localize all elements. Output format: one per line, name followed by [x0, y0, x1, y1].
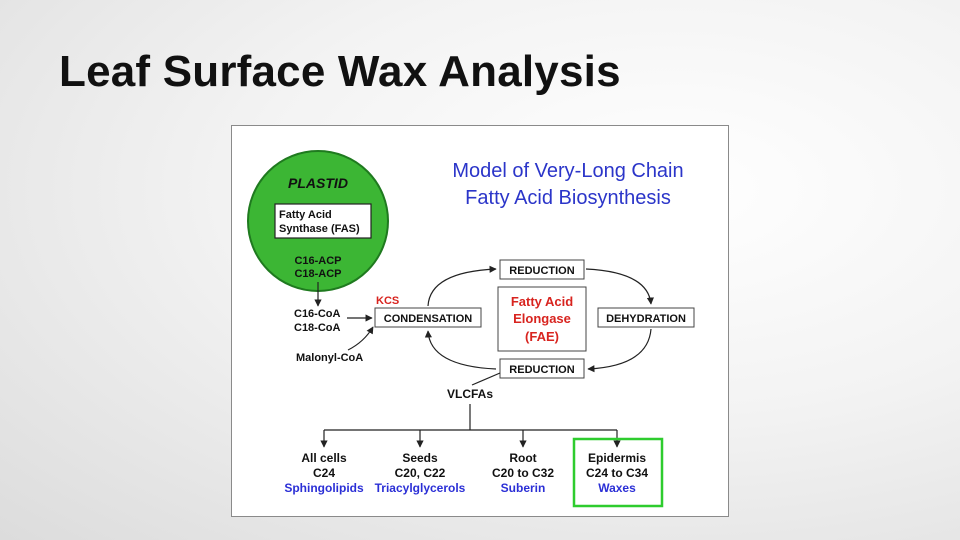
epidermis-highlight-box [572, 437, 664, 508]
kcs-label: KCS [376, 295, 399, 307]
condensation-label: CONDENSATION [384, 313, 472, 325]
output-tissue: Root [509, 451, 536, 465]
reduction-top-label: REDUCTION [509, 265, 574, 277]
diagram-title-line1: Model of Very-Long Chain [452, 160, 683, 182]
malonyl-arrow [347, 326, 374, 351]
condensation-to-reduction-arrow [427, 265, 497, 307]
plastid-label: PLASTID [288, 175, 348, 191]
fas-box [274, 203, 372, 239]
acp-label-line2: C18-ACP [294, 268, 341, 280]
fae-label-line1: Fatty Acid [511, 294, 573, 309]
output-chain: C20 to C32 [492, 466, 554, 480]
fae-label-line2: Elongase [513, 311, 571, 326]
vlcfa-diagram: Model of Very-Long Chain Fatty Acid Bios… [247, 150, 695, 508]
output-product: Triacylglycerols [375, 481, 466, 495]
reduction-top-box [499, 259, 585, 280]
fae-label-line3: (FAE) [525, 329, 559, 344]
output-tissue: Seeds [402, 451, 438, 465]
output-chain: C20, C22 [395, 466, 446, 480]
output-tissue: All cells [301, 451, 347, 465]
dehydration-box [597, 307, 695, 328]
slide-title: Leaf Surface Wax Analysis [59, 47, 621, 96]
dehydration-to-reduction-arrow [587, 328, 652, 373]
dehydration-label: DEHYDRATION [606, 313, 686, 325]
fas-label-line2: Synthase (FAS) [279, 223, 360, 235]
acp-label-line1: C16-ACP [294, 255, 341, 267]
malonyl-label: Malonyl-CoA [296, 352, 363, 364]
reduction-to-vlcfa-line [471, 372, 501, 386]
output-chain: C24 [313, 466, 335, 480]
reduction-bottom-box [499, 358, 585, 379]
vlcfa-diagram-panel: Model of Very-Long Chain Fatty Acid Bios… [231, 125, 729, 517]
vlcfa-label: VLCFAs [447, 387, 493, 401]
coa-label-line1: C16-CoA [294, 308, 341, 320]
output-product: Waxes [598, 481, 636, 495]
fae-box [497, 286, 587, 352]
reduction-to-condensation-arrow [424, 330, 497, 370]
reduction-to-dehydration-arrow [585, 268, 654, 305]
reduction-bottom-label: REDUCTION [509, 364, 574, 376]
diagram-title-line2: Fatty Acid Biosynthesis [465, 187, 671, 209]
output-product: Sphingolipids [284, 481, 364, 495]
output-tissue: Epidermis [588, 451, 646, 465]
output-product: Suberin [501, 481, 546, 495]
output-chain: C24 to C34 [586, 466, 648, 480]
coa-label-line2: C18-CoA [294, 322, 341, 334]
fas-label-line1: Fatty Acid [279, 209, 332, 221]
condensation-box [374, 307, 482, 328]
